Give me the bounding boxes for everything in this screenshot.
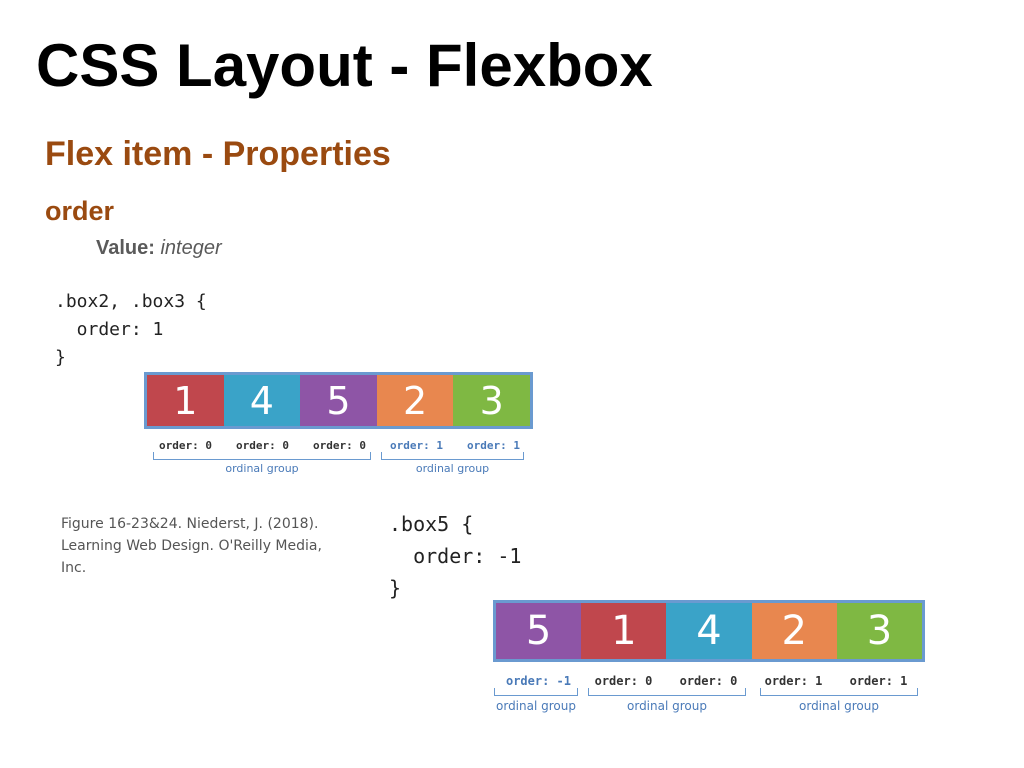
group-label: ordinal group [799, 699, 879, 713]
property-name: order [45, 196, 115, 226]
order-label: order: 0 [236, 439, 289, 452]
flex-item: 1 [147, 375, 224, 426]
order-label: order: 1 [764, 674, 823, 688]
order-label: order: 0 [159, 439, 212, 452]
group-label: ordinal group [415, 462, 490, 475]
flex-item: 5 [300, 375, 377, 426]
flex-item: 1 [581, 603, 667, 659]
flex-item: 2 [751, 603, 837, 659]
order-label: order: 1 [467, 439, 520, 452]
citation: Figure 16-23&24. Niederst, J. (2018). Le… [61, 516, 322, 576]
group-bracket [381, 452, 524, 460]
flex-container-figure-2: 5 1 4 2 3 [493, 600, 925, 662]
group-label: ordinal group [496, 699, 576, 713]
flex-item: 4 [223, 375, 301, 426]
group-label: ordinal group [627, 699, 707, 713]
property-value: Value: integer [96, 238, 222, 258]
order-label: order: 1 [390, 439, 443, 452]
flex-item: 4 [666, 603, 752, 659]
flex-item: 3 [836, 603, 923, 659]
flex-container-figure-1: 1 4 5 2 3 [144, 372, 533, 429]
order-label: order: 0 [679, 674, 738, 688]
order-label: order: 1 [849, 674, 908, 688]
order-label: order: -1 [505, 674, 572, 688]
code-block-box2-box3: .box2, .box3 { order: 1 } [55, 291, 207, 368]
slide-subtitle: Flex item - Properties [45, 135, 391, 173]
order-label: order: 0 [313, 439, 366, 452]
value-type: integer [160, 237, 222, 259]
flex-item: 2 [376, 375, 454, 426]
code-block-box5: .box5 { order: -1 } [389, 512, 522, 600]
group-bracket [588, 688, 746, 696]
slide-title: CSS Layout - Flexbox [36, 32, 653, 99]
group-bracket [760, 688, 918, 696]
group-bracket [153, 452, 371, 460]
order-label: order: 0 [594, 674, 653, 688]
group-bracket [494, 688, 578, 696]
flex-item: 3 [453, 375, 530, 426]
flex-item: 5 [496, 603, 582, 659]
value-label: Value: [96, 237, 155, 259]
group-label: ordinal group [225, 462, 299, 475]
